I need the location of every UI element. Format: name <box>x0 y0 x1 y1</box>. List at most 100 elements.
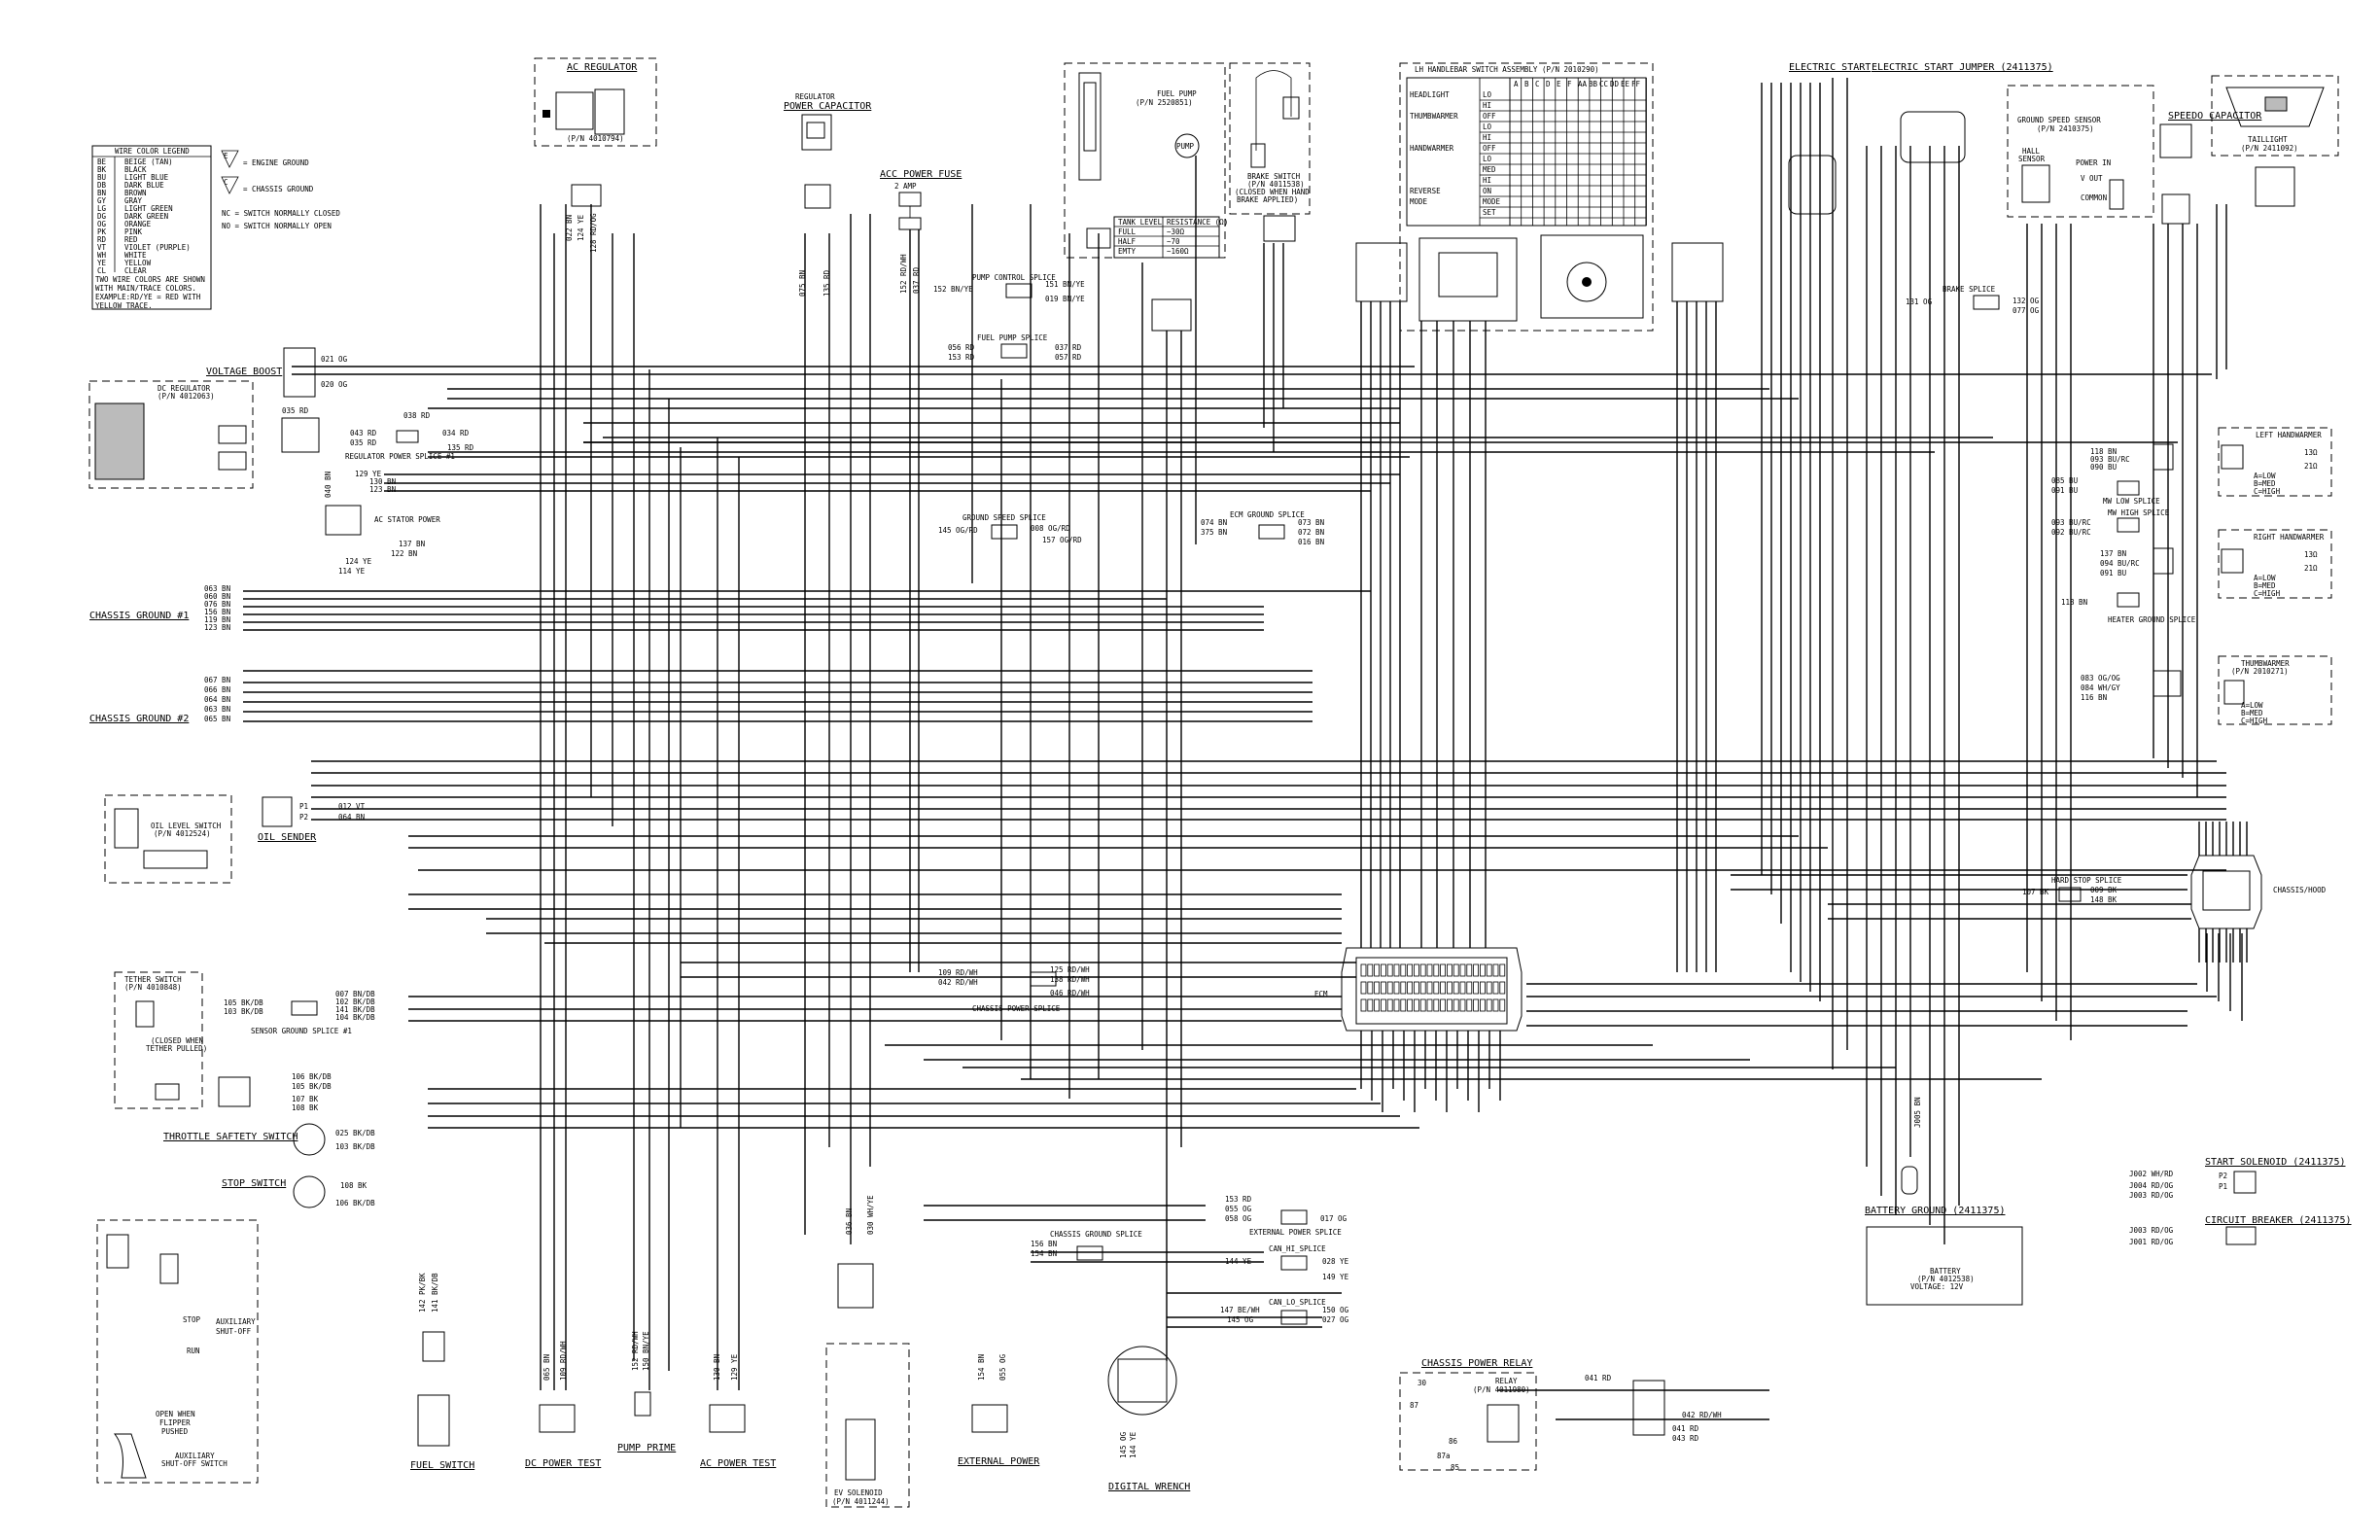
fuel-switch: 142 PK/BK 141 BK/DB FUEL SWITCH <box>410 1273 474 1471</box>
lh-table-state: SET <box>1483 208 1496 217</box>
svg-text:154 BN: 154 BN <box>977 1354 986 1381</box>
legend-code: WH <box>97 251 107 260</box>
svg-text:041 RD: 041 RD <box>1672 1424 1699 1433</box>
fuel-table-level: FULL <box>1118 228 1137 236</box>
svg-text:CHASSIS POWER RELAY: CHASSIS POWER RELAY <box>1421 1358 1532 1369</box>
ground-speed-sensor-title: GROUND SPEED SENSOR <box>2017 116 2101 124</box>
electric-start-title: ELECTRIC START <box>1789 62 1871 73</box>
lh-table-col: B <box>1524 80 1529 88</box>
svg-text:VOLTAGE BOOST: VOLTAGE BOOST <box>206 367 282 377</box>
svg-text:C=HIGH: C=HIGH <box>2254 589 2281 598</box>
lh-table-state: HI <box>1483 176 1491 185</box>
legend-note-4: YELLOW TRACE. <box>95 301 153 310</box>
svg-text:PUMP PRIME: PUMP PRIME <box>617 1443 676 1453</box>
legend-color: PINK <box>124 228 143 236</box>
acc-power-fuse: ACC POWER FUSE 2 AMP 152 RD/WH 037 RD <box>880 169 962 294</box>
svg-text:GROUND SPEED SPLICE: GROUND SPEED SPLICE <box>962 513 1046 522</box>
svg-text:(P/N 4012063): (P/N 4012063) <box>158 392 215 401</box>
svg-text:(P/N 4011244): (P/N 4011244) <box>832 1497 890 1506</box>
svg-text:85: 85 <box>1451 1463 1459 1472</box>
fuel-table-resistance: ~30Ω <box>1167 228 1185 236</box>
fuel-table-resistance: RESISTANCE (Ω) <box>1167 218 1228 227</box>
svg-text:152 RD/WH: 152 RD/WH <box>631 1331 640 1371</box>
lh-table-col: AA <box>1578 80 1588 88</box>
svg-text:V OUT: V OUT <box>2081 174 2103 183</box>
svg-text:FUEL SWITCH: FUEL SWITCH <box>410 1460 474 1471</box>
svg-text:CHASSIS GROUND #1: CHASSIS GROUND #1 <box>89 611 189 621</box>
svg-text:022 BN: 022 BN <box>565 215 574 241</box>
svg-text:ECM GROUND SPLICE: ECM GROUND SPLICE <box>1230 510 1305 519</box>
svg-text:REGULATOR: REGULATOR <box>795 92 835 101</box>
svg-text:30: 30 <box>1418 1379 1427 1387</box>
svg-text:055 OG: 055 OG <box>1225 1205 1252 1213</box>
svg-text:SHUT-OFF: SHUT-OFF <box>216 1327 252 1336</box>
svg-text:063 BN: 063 BN <box>204 584 230 593</box>
legend-code: RD <box>97 235 107 244</box>
svg-text:FLIPPER: FLIPPER <box>159 1418 191 1427</box>
svg-text:(P/N 2410375): (P/N 2410375) <box>2037 124 2094 133</box>
svg-text:017 OG: 017 OG <box>1320 1214 1348 1223</box>
svg-text:085 BU: 085 BU <box>2051 476 2078 485</box>
svg-text:RIGHT HANDWARMER: RIGHT HANDWARMER <box>2254 533 2325 542</box>
svg-text:B=MED: B=MED <box>2254 581 2276 590</box>
svg-text:AC POWER TEST: AC POWER TEST <box>700 1458 776 1469</box>
legend-code: OG <box>97 220 107 228</box>
electric-start: ELECTRIC START ELECTRIC START JUMPER (24… <box>1788 62 2053 215</box>
svg-text:104 BK/DB: 104 BK/DB <box>335 1013 375 1022</box>
legend-color: ORANGE <box>124 220 152 228</box>
ground-speed-splice: GROUND SPEED SPLICE 145 OG/RD 008 OG/RD … <box>938 513 1082 544</box>
svg-text:042 RD/WH: 042 RD/WH <box>1682 1411 1722 1419</box>
legend-code: YE <box>97 259 107 267</box>
svg-text:87a: 87a <box>1437 1452 1451 1460</box>
svg-text:122 BN: 122 BN <box>391 549 417 558</box>
svg-text:055 OG: 055 OG <box>998 1353 1007 1381</box>
fuel-pump-pn: (P/N 2520851) <box>1136 98 1193 107</box>
legend-code: BU <box>97 173 106 182</box>
svg-text:141 BK/DB: 141 BK/DB <box>431 1273 439 1312</box>
legend-code: BK <box>97 165 107 174</box>
svg-text:(CLOSED WHEN: (CLOSED WHEN <box>151 1036 203 1045</box>
lh-table-state: LO <box>1483 122 1492 131</box>
svg-text:124 YE: 124 YE <box>345 557 372 566</box>
svg-text:C=HIGH: C=HIGH <box>2241 717 2268 725</box>
dc-power-test: 065 BN 109 RD/WH DC POWER TEST <box>525 1341 601 1469</box>
svg-text:109 RD/WH: 109 RD/WH <box>559 1341 568 1381</box>
lh-table-col: EE <box>1621 80 1630 88</box>
svg-text:103 BK/DB: 103 BK/DB <box>335 1142 375 1151</box>
legend-color: BLACK <box>124 165 147 174</box>
fuel-table-resistance: ~70 <box>1167 237 1180 246</box>
fuel-table-level: HALF <box>1118 237 1137 246</box>
sensor-ground-splice-1: 007 BN/DB 102 BK/DB 141 BK/DB 104 BK/DB … <box>224 990 375 1035</box>
svg-text:AC STATOR POWER: AC STATOR POWER <box>374 515 440 524</box>
svg-text:B=MED: B=MED <box>2254 479 2276 488</box>
lh-table-col: BB <box>1589 80 1598 88</box>
lh-table-col: E <box>1557 80 1561 88</box>
lh-table-state: MED <box>1483 165 1496 174</box>
svg-text:THROTTLE SAFTETY SWITCH: THROTTLE SAFTETY SWITCH <box>163 1132 298 1142</box>
svg-text:091 BU: 091 BU <box>2051 486 2078 495</box>
legend-color: CLEAR <box>124 266 147 275</box>
legend-color: GRAY <box>124 196 143 205</box>
svg-text:A=LOW: A=LOW <box>2254 472 2276 480</box>
lh-table-col: A <box>1514 80 1519 88</box>
svg-text:073 BN: 073 BN <box>1298 518 1324 527</box>
svg-text:(P/N 2411092): (P/N 2411092) <box>2241 144 2298 153</box>
lh-table-function: REVERSE <box>1410 187 1441 195</box>
svg-text:RUN: RUN <box>187 1347 200 1355</box>
legend-color: DARK BLUE <box>124 181 164 190</box>
svg-text:102 BK/DB: 102 BK/DB <box>335 998 375 1006</box>
lh-switch-connector <box>1355 242 1408 302</box>
svg-text:MW HIGH SPLICE: MW HIGH SPLICE <box>2108 508 2170 517</box>
svg-text:019 BN/YE: 019 BN/YE <box>1045 295 1085 303</box>
lh-table-state: MODE <box>1483 197 1501 206</box>
right-handwarmer: RIGHT HANDWARMER 13Ω 21Ω A=LOW B=MED C=H… <box>2218 529 2332 599</box>
dc-regulator-title: DC REGULATOR <box>158 384 211 393</box>
fuel-pump-splice: FUEL PUMP SPLICE 056 RD 153 RD 037 RD 05… <box>948 333 1082 362</box>
svg-text:EXTERNAL POWER: EXTERNAL POWER <box>958 1456 1040 1467</box>
chassis-power-splice: 109 RD/WH 042 RD/WH 125 RD/WH 138 RD/WH … <box>938 965 1090 1013</box>
svg-text:040 BN: 040 BN <box>324 472 332 498</box>
svg-text:065 BN: 065 BN <box>542 1354 551 1381</box>
svg-text:VOLTAGE: 12V: VOLTAGE: 12V <box>1910 1282 1964 1291</box>
oil-level-switch: OIL LEVEL SWITCH (P/N 4012524) P1 P2 012… <box>104 794 366 884</box>
